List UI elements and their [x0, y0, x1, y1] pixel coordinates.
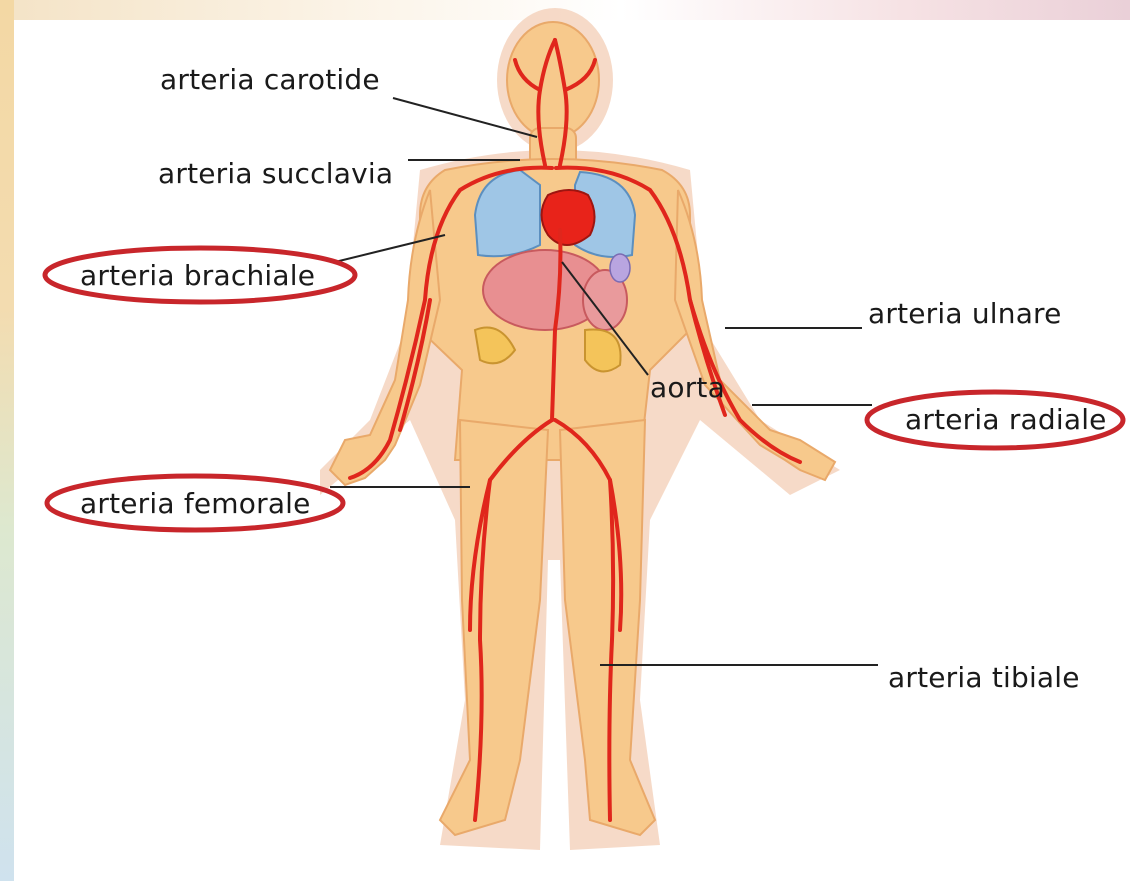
label-aorta: aorta [650, 374, 725, 402]
label-arteria-succlavia: arteria succlavia [158, 160, 393, 188]
heart [542, 190, 595, 245]
body-silhouette [330, 22, 835, 835]
label-arteria-tibiale: arteria tibiale [888, 664, 1080, 692]
label-arteria-femorale: arteria femorale [80, 490, 311, 518]
label-arteria-brachiale: arteria brachiale [80, 262, 315, 290]
label-arteria-ulnare: arteria ulnare [868, 300, 1062, 328]
label-arteria-radiale: arteria radiale [905, 406, 1107, 434]
label-arteria-carotide: arteria carotide [160, 66, 380, 94]
